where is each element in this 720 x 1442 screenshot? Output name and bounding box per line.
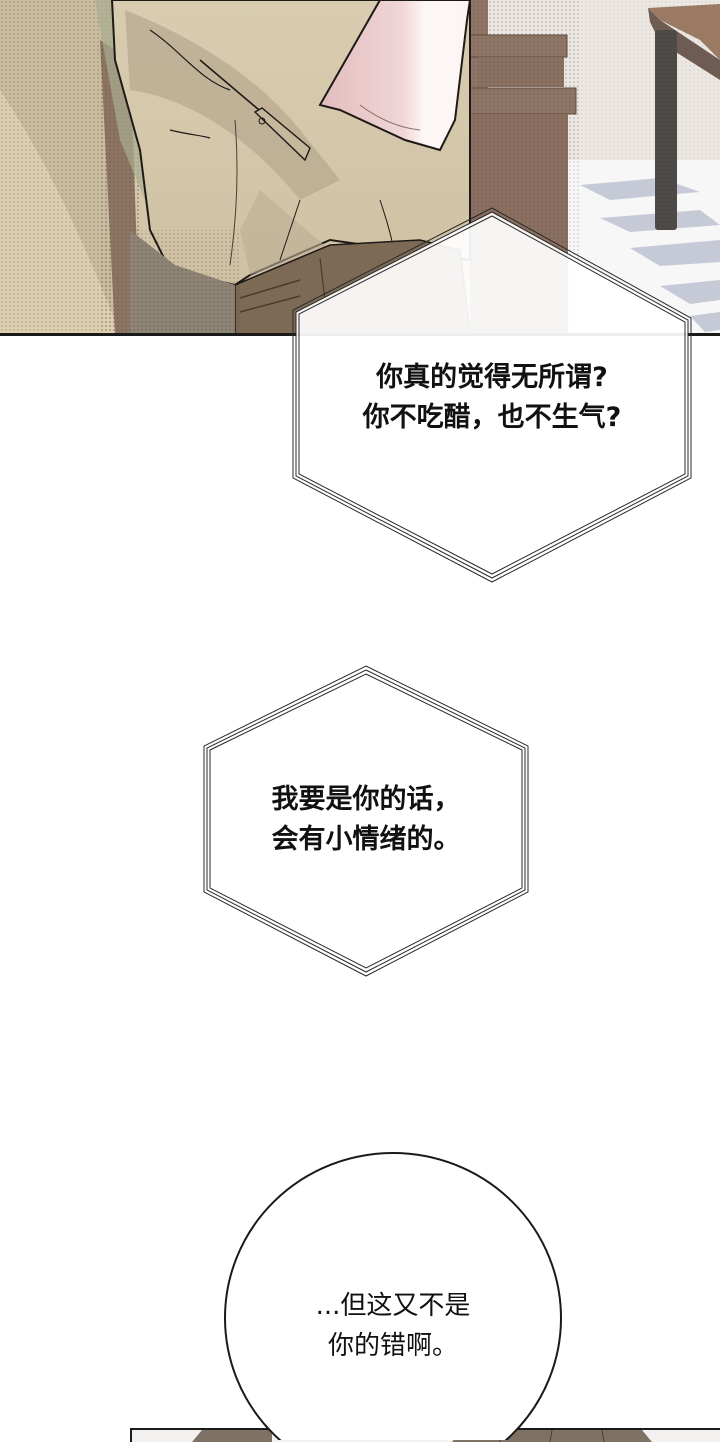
speech-bubble-2-text: 我要是你的话， 会有小情绪的。: [207, 780, 525, 860]
bubble-3-line-2: 你的错啊。: [327, 1331, 458, 1361]
panel-border: [0, 333, 720, 336]
bubble-1-line-1: 你真的觉得无所谓?: [376, 362, 608, 393]
speech-bubble-1-text: 你真的觉得无所谓? 你不吃醋，也不生气?: [296, 358, 688, 438]
top-panel-illustration: [0, 0, 720, 334]
bubble-2-line-1: 我要是你的话，: [271, 784, 461, 815]
bubble-3-line-1: ...但这又不是: [315, 1291, 471, 1321]
speech-bubble-3-text: ...但这又不是 你的错啊。: [225, 1286, 561, 1366]
bubble-2-line-2: 会有小情绪的。: [271, 824, 461, 855]
bubble-1-line-2: 你不吃醋，也不生气?: [362, 402, 622, 433]
bottom-panel-artwork: [132, 1430, 720, 1442]
panel-artwork: [0, 0, 720, 334]
